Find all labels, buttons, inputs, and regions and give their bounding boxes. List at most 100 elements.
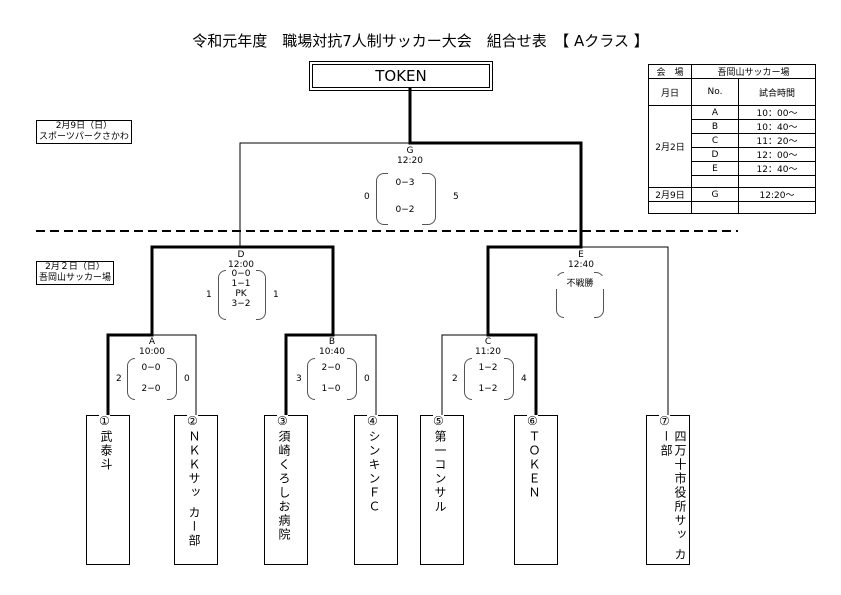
team-name: 武泰斗 [99, 430, 113, 472]
match-d-scores: 0−0 1−1 PK 3−2 [221, 269, 261, 309]
schedule-header-row: 月日 No. 試合時間 [648, 78, 816, 106]
venue-feb9-name: スポーツパークさかわ [39, 132, 129, 142]
team-name: シンキンＦＣ [367, 430, 381, 514]
schedule-time: 12:20～ [738, 187, 816, 202]
match-c-left-total: 2 [452, 374, 458, 384]
schedule-header-no: No. [691, 78, 739, 106]
match-d-id: D [237, 250, 245, 260]
team-name: 須崎くろしお病院 [277, 430, 291, 542]
match-a-label: A 10:00 [127, 337, 177, 357]
match-g-score1: 0−3 [395, 178, 415, 188]
team-name: ＴＯＫＥＮ [527, 430, 541, 500]
match-b-id: B [328, 337, 336, 347]
match-b-score2: 1−0 [321, 384, 341, 394]
path-a-winner [106, 333, 154, 417]
match-d-left-total: 1 [206, 290, 212, 300]
schedule-venue-name: 吾岡山サッカー場 [691, 64, 816, 79]
venue-feb9-date: 2月9日（日） [55, 121, 113, 131]
schedule-empty [738, 175, 816, 188]
schedule-venue-label: 会 場 [648, 64, 692, 79]
schedule-no: A [691, 105, 739, 120]
schedule-table: 会 場 吾岡山サッカー場 月日 No. 試合時間 2月2日 A 10：00～ B… [648, 64, 816, 214]
venue-feb2-date: 2月２日（日） [45, 262, 105, 272]
team-number: ⑤ [433, 414, 444, 428]
team-name: ＮＫＫサッ カー部 [187, 430, 201, 548]
schedule-venue-row: 会 場 吾岡山サッカー場 [648, 64, 816, 79]
team-box: ② ＮＫＫサッ カー部 [174, 415, 218, 565]
team-box: ⑦ 四万十市役所サッ カー部 [646, 415, 690, 565]
match-d-pk-label: PK [235, 289, 247, 299]
match-e-label: E 12:40 [556, 250, 606, 270]
bracket-mask [388, 170, 422, 226]
table-row [648, 201, 816, 214]
schedule-no: B [691, 119, 739, 134]
schedule-time: 12：40～ [738, 161, 816, 176]
table-row: 2月9日 G 12:20～ [648, 187, 816, 202]
match-c-time: 11:20 [475, 347, 501, 357]
team-box: ③ 須崎くろしお病院 [264, 415, 308, 565]
match-a-time: 10:00 [139, 347, 165, 357]
champion-name: TOKEN [312, 64, 490, 88]
match-b-time: 10:40 [319, 347, 345, 357]
page-title: 令和元年度 職場対抗7人制サッカー大会 組合せ表 【 Aクラス 】 [192, 32, 649, 50]
schedule-time: 10：40～ [738, 119, 816, 134]
match-c-score2: 1−2 [478, 384, 498, 394]
match-g-right-total: 5 [453, 192, 459, 202]
schedule-header-date: 月日 [648, 78, 692, 106]
match-g-score2: 0−2 [395, 205, 415, 215]
team-number: ⑦ [659, 414, 670, 428]
bracket-mask [135, 355, 167, 401]
champion-box: TOKEN [309, 61, 493, 91]
schedule-day1: 2月2日 [648, 105, 692, 188]
table-row: 2月2日 A 10：00～ [648, 105, 816, 188]
schedule-no: C [691, 133, 739, 148]
match-c-id: C [484, 337, 492, 347]
team-number: ③ [277, 414, 288, 428]
path-b-winner [284, 333, 335, 417]
path-e-left [486, 245, 583, 337]
match-b-label: B 10:40 [307, 337, 357, 357]
table-row: E 12：40～ [649, 161, 816, 176]
match-d-score2: 1−1 [231, 279, 251, 289]
schedule-no: G [691, 187, 739, 202]
match-d-score1: 0−0 [231, 269, 251, 279]
team-box: ⑤ 第一コンサル [420, 415, 464, 565]
schedule-no: D [691, 147, 739, 162]
schedule-empty [691, 175, 739, 188]
match-b-score1: 2−0 [321, 363, 341, 373]
match-g-id: G [406, 146, 414, 156]
bracket-mask [226, 267, 256, 321]
schedule-no: E [691, 161, 739, 176]
match-d-time: 12:00 [228, 260, 254, 270]
match-c-score1: 1−2 [478, 363, 498, 373]
match-a-score1: 0−0 [141, 363, 161, 373]
match-a-right-total: 0 [184, 374, 190, 384]
schedule-header-time: 試合時間 [738, 78, 816, 106]
team-number: ④ [367, 414, 378, 428]
match-e-time: 12:40 [568, 260, 594, 270]
path-d-left [150, 245, 335, 337]
path-g-winner [408, 87, 583, 249]
team-box: ④ シンキンＦＣ [354, 415, 398, 565]
schedule-empty [648, 201, 692, 214]
bracket-mask [315, 355, 347, 401]
schedule-time: 12：00～ [738, 147, 816, 162]
match-d-label: D 12:00 [216, 250, 266, 270]
schedule-time: 11：20～ [738, 133, 816, 148]
venue-feb2: 2月２日（日） 吾岡山サッカー場 [36, 261, 115, 285]
match-d-right-total: 1 [273, 290, 279, 300]
team-number: ② [187, 414, 198, 428]
match-a-score2: 2−0 [141, 384, 161, 394]
match-a-id: A [148, 337, 156, 347]
schedule-day2: 2月9日 [648, 187, 692, 202]
match-g-left-total: 0 [364, 192, 370, 202]
team-name: 第一コンサル [433, 430, 447, 514]
schedule-time: 10：00～ [738, 105, 816, 120]
match-e-note: 不戦勝 [556, 276, 604, 289]
venue-feb9: 2月9日（日） スポーツパークさかわ [36, 120, 132, 144]
match-b-right-total: 0 [364, 374, 370, 384]
match-c-label: C 11:20 [463, 337, 513, 357]
match-a-left-total: 2 [116, 374, 122, 384]
bracket-mask [472, 355, 504, 401]
